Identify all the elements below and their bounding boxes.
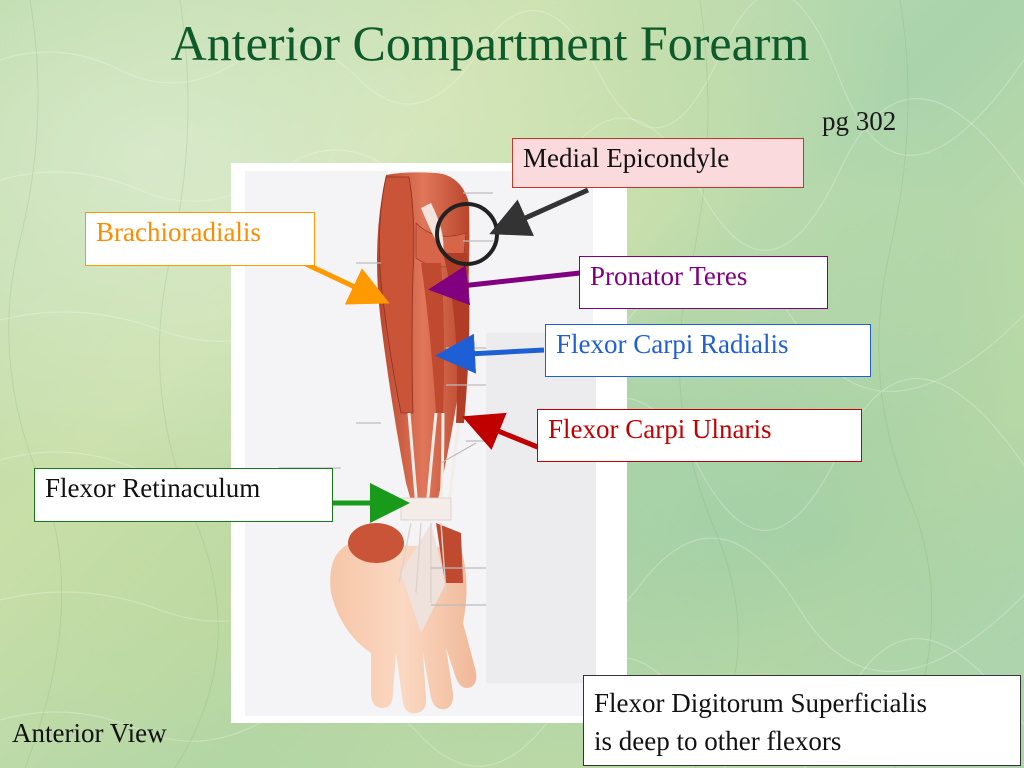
label-flexor-carpi-ulnaris: Flexor Carpi Ulnaris xyxy=(537,409,862,462)
view-caption: Anterior View xyxy=(12,718,167,748)
epicondyle-arrow xyxy=(489,187,590,237)
note-line-1: Flexor Digitorum Superficialis xyxy=(594,688,927,718)
label-flexor-carpi-radialis: Flexor Carpi Radialis xyxy=(545,324,871,377)
label-medial-epicondyle: Medial Epicondyle xyxy=(512,138,804,188)
note-box: Flexor Digitorum Superficialis is deep t… xyxy=(583,675,1021,766)
note-line-2: is deep to other flexors xyxy=(594,726,842,756)
flexor-carpi-radialis-arrow xyxy=(435,333,545,374)
pronator-teres-arrow xyxy=(428,265,581,306)
label-pronator-teres: Pronator Teres xyxy=(579,256,828,309)
slide-title: Anterior Compartment Forearm xyxy=(170,15,810,71)
label-brachioradialis: Brachioradialis xyxy=(85,212,315,266)
epicondyle-highlight-circle xyxy=(435,202,499,266)
label-flexor-retinaculum: Flexor Retinaculum xyxy=(34,468,333,522)
flexor-carpi-ulnaris-arrow xyxy=(462,412,541,451)
page-reference: pg 302 xyxy=(822,106,897,136)
